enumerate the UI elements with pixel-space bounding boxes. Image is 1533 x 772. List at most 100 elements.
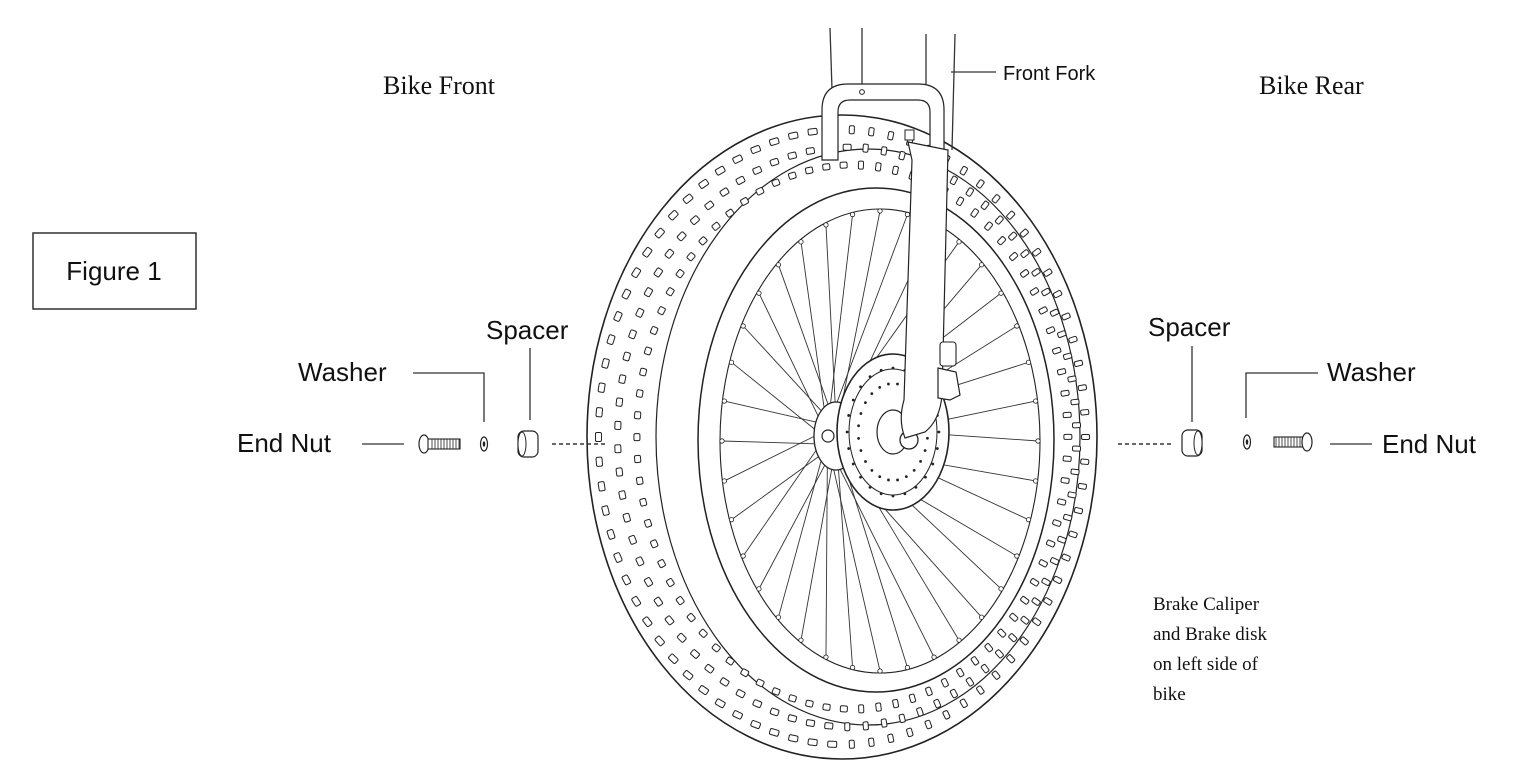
- tread-block: [633, 433, 641, 442]
- tread-block: [1045, 326, 1056, 335]
- tread-block: [874, 162, 882, 172]
- spoke-nipple: [823, 222, 829, 228]
- tread-block: [868, 127, 875, 137]
- figure-label-box: Figure 1: [32, 232, 197, 310]
- spoke-nipple: [956, 637, 962, 643]
- tread-block: [880, 718, 888, 728]
- tread-block: [732, 154, 743, 164]
- tread-block: [984, 643, 994, 653]
- tread-block: [633, 454, 642, 464]
- tread-block: [1031, 268, 1041, 277]
- tread-block: [1045, 539, 1056, 548]
- end-nut-right: [1273, 432, 1313, 452]
- spoke-nipple: [877, 668, 883, 674]
- tread-block: [664, 615, 675, 626]
- tread-block: [618, 374, 627, 384]
- tread-block: [787, 714, 798, 723]
- tread-block: [1071, 445, 1082, 452]
- tread-block: [668, 210, 679, 221]
- tread-block: [768, 137, 780, 146]
- tread-block: [606, 334, 616, 345]
- spoke-nipple: [931, 654, 937, 660]
- tread-block: [970, 208, 979, 218]
- spoke: [731, 451, 826, 521]
- tread-block: [643, 346, 653, 356]
- spoke: [742, 441, 823, 557]
- tread-block: [997, 628, 1007, 638]
- tread-block: [980, 200, 990, 210]
- wheel: [586, 114, 1098, 760]
- disk-hole: [887, 478, 890, 482]
- tread-block: [633, 411, 642, 420]
- disk-hole: [851, 462, 855, 466]
- tread-block: [862, 721, 869, 731]
- tread-block: [654, 227, 665, 239]
- spoke-nipple: [998, 586, 1004, 592]
- disk-hole: [879, 368, 883, 372]
- tread-block: [631, 596, 642, 607]
- spoke: [721, 440, 823, 445]
- tread-block: [635, 307, 645, 318]
- tread-block: [595, 407, 604, 418]
- tread-block: [1070, 468, 1080, 476]
- tread-block: [1080, 409, 1090, 416]
- tread-block: [1080, 458, 1090, 465]
- spoke: [758, 457, 829, 590]
- disk-hole: [857, 436, 860, 440]
- tread-block: [848, 739, 855, 749]
- washer-left-label: Washer: [298, 357, 387, 387]
- tread-block: [1052, 519, 1062, 527]
- tread-block: [1062, 352, 1073, 360]
- tread-block: [714, 698, 726, 709]
- tread-block: [916, 707, 924, 717]
- tread-block: [768, 728, 780, 737]
- tread-block: [732, 710, 743, 720]
- tread-block: [970, 656, 980, 666]
- spoke: [831, 460, 881, 672]
- tread-block: [1019, 228, 1029, 238]
- spoke-nipple: [775, 614, 782, 620]
- spoke-nipple: [775, 262, 782, 268]
- spacer-left-label: Spacer: [486, 315, 569, 345]
- tread-block: [682, 670, 694, 681]
- tread-block: [1063, 433, 1073, 440]
- spacer-right: [1181, 429, 1203, 457]
- end-nut-left-label: End Nut: [237, 428, 332, 458]
- tread-block: [740, 668, 750, 678]
- disk-hole: [887, 382, 890, 386]
- disk-hole: [919, 460, 922, 463]
- spoke-nipple: [719, 438, 725, 444]
- tread-block: [1049, 308, 1060, 317]
- tread-block: [1006, 654, 1016, 664]
- tread-block: [714, 165, 726, 176]
- tread-block: [949, 175, 958, 186]
- tread-block: [719, 677, 730, 687]
- tread-block: [1009, 252, 1019, 261]
- tread-block: [704, 200, 715, 211]
- tread-block: [788, 734, 799, 743]
- spoke: [724, 431, 823, 482]
- tread-block: [649, 326, 659, 335]
- tread-block: [1070, 398, 1080, 406]
- tread-block: [1067, 375, 1077, 383]
- tread-block: [1029, 287, 1040, 296]
- disk-hole: [845, 430, 849, 434]
- tread-block: [1056, 498, 1067, 506]
- tread-block: [1068, 335, 1078, 344]
- disk-hole: [937, 430, 941, 434]
- tread-block: [1009, 612, 1019, 622]
- tread-block: [887, 131, 895, 141]
- spoke-nipple: [756, 290, 762, 296]
- tread-block: [642, 616, 653, 628]
- spoke-nipple: [798, 239, 804, 245]
- tread-block: [959, 698, 968, 708]
- tread-block: [787, 171, 797, 180]
- tread-block: [657, 306, 666, 316]
- tread-block: [597, 382, 606, 393]
- tread-block: [686, 613, 696, 623]
- tread-block: [752, 699, 763, 709]
- tread-block: [615, 397, 624, 407]
- tread-block: [755, 187, 765, 196]
- spoke-nipple: [1032, 478, 1039, 484]
